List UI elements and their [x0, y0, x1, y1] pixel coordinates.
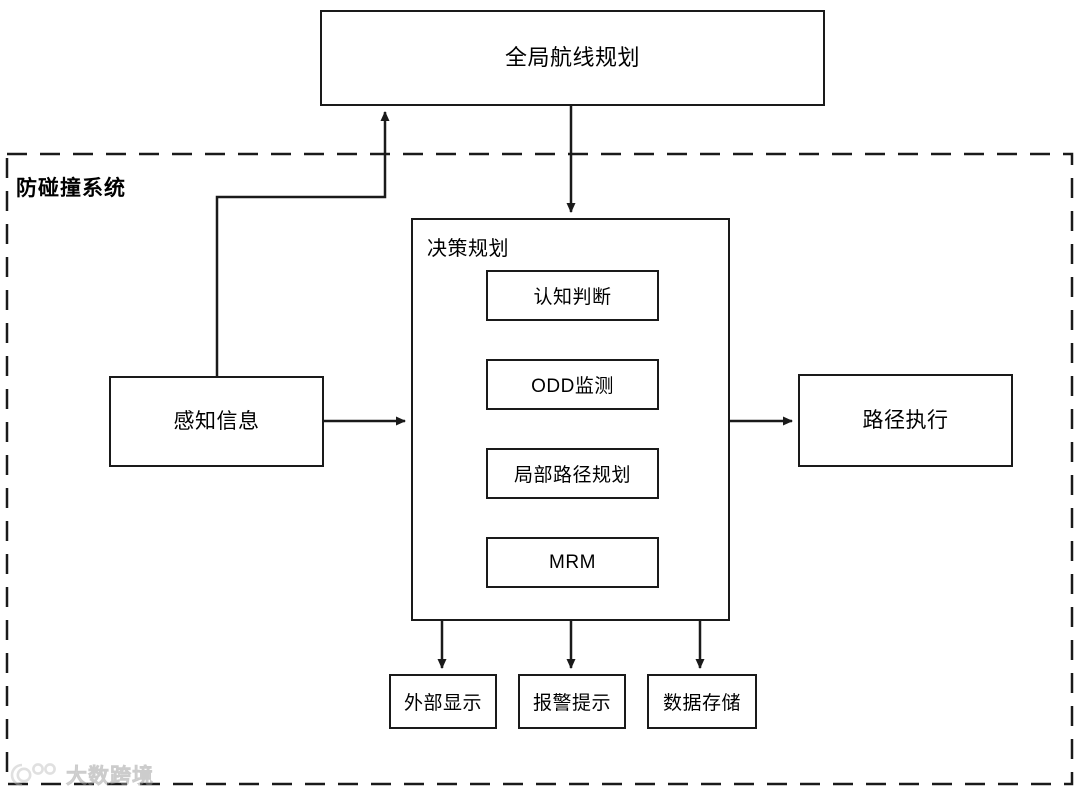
node-data-storage-label: 数据存储 — [662, 693, 741, 714]
node-external-display[interactable]: 外部显示 — [389, 674, 497, 729]
node-global-route-planning[interactable]: 全局航线规划 — [320, 10, 825, 106]
module-local-path-planning[interactable]: 局部路径规划 — [486, 448, 659, 499]
node-perception-info-label: 感知信息 — [173, 409, 260, 433]
module-mrm[interactable]: MRM — [486, 537, 659, 588]
node-global-route-planning-label: 全局航线规划 — [504, 44, 640, 70]
node-external-display-label: 外部显示 — [403, 693, 482, 714]
arrow-perception-to-global — [215, 111, 390, 376]
node-alarm-prompt-label: 报警提示 — [532, 693, 611, 714]
system-boundary-label: 防碰撞系统 — [16, 177, 126, 200]
node-perception-info[interactable]: 感知信息 — [109, 376, 324, 467]
node-path-execution[interactable]: 路径执行 — [798, 374, 1013, 467]
node-alarm-prompt[interactable]: 报警提示 — [518, 674, 626, 729]
module-odd-monitoring[interactable]: ODD监测 — [486, 359, 659, 410]
node-path-execution-label: 路径执行 — [862, 408, 949, 432]
panel-decision-planning[interactable]: 决策规划 认知判断 ODD监测 局部路径规划 MRM — [411, 218, 730, 621]
module-odd-monitoring-label: ODD监测 — [531, 376, 614, 397]
module-local-path-planning-label: 局部路径规划 — [513, 465, 631, 486]
module-cognitive-judgement-label: 认知判断 — [533, 287, 612, 308]
module-cognitive-judgement[interactable]: 认知判断 — [486, 270, 659, 321]
module-mrm-label: MRM — [549, 551, 596, 573]
system-boundary-rect — [5, 152, 1074, 786]
node-data-storage[interactable]: 数据存储 — [647, 674, 757, 729]
panel-decision-planning-title: 决策规划 — [427, 238, 509, 260]
